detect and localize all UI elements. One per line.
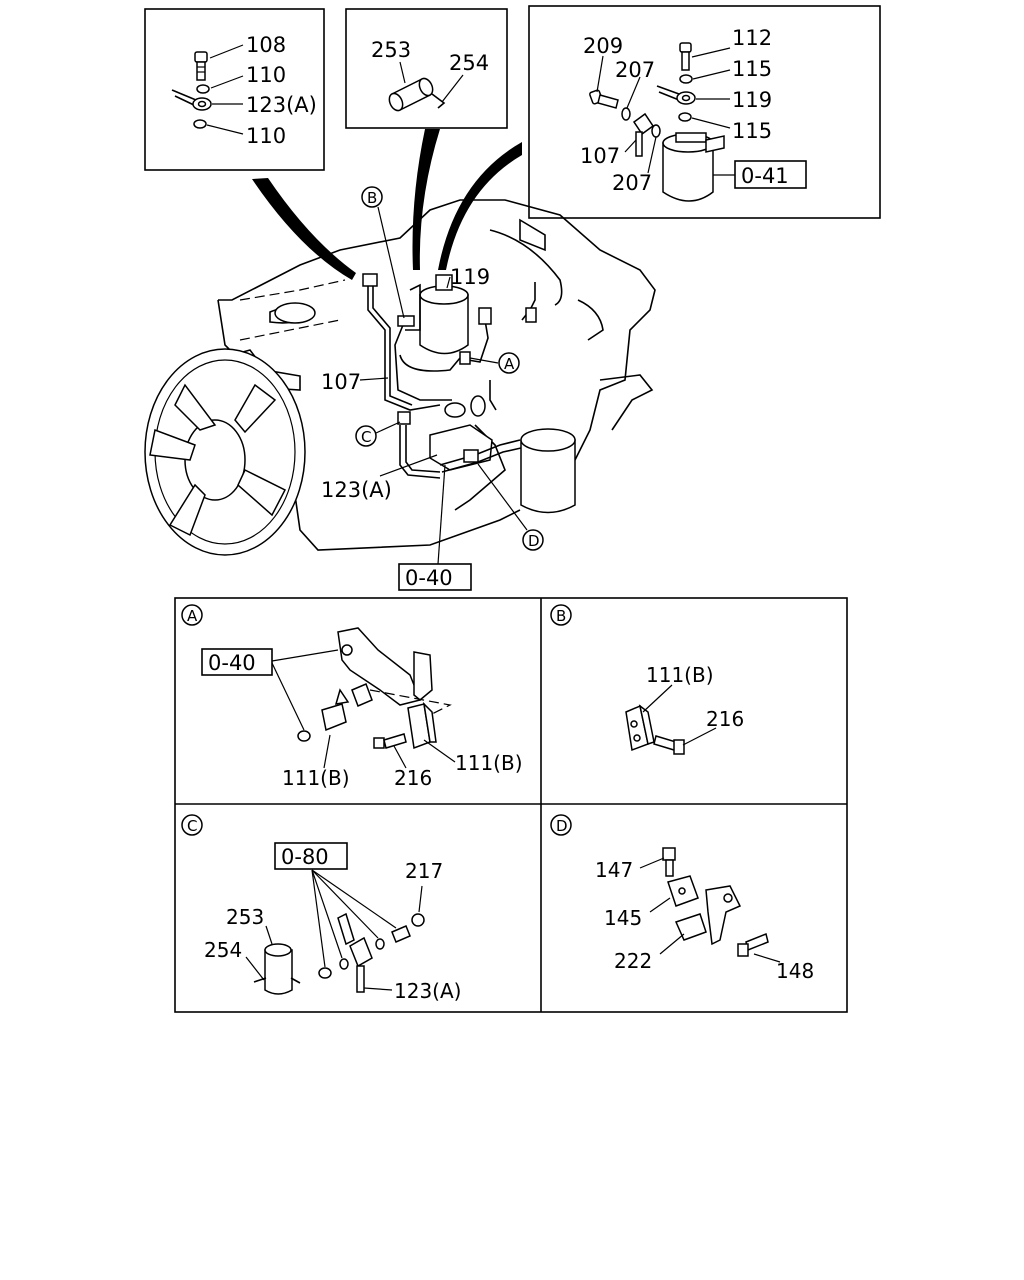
detail-letter-b: B: [556, 607, 566, 625]
circle-callout-d: [522, 529, 544, 551]
label-217: 217: [405, 859, 443, 883]
washer-115-lower-drawing: [678, 112, 692, 122]
detail-panel-b: B 111(B) 216: [550, 604, 744, 755]
washer-207-lower-drawing: [651, 124, 661, 138]
label-216-b: 216: [706, 707, 744, 731]
circle-callout-b: [361, 186, 383, 208]
bolt-216-drawing: [373, 733, 407, 749]
clip-111b-right-drawing: [407, 701, 437, 750]
ref-box-0-40-detail: [201, 648, 273, 676]
label-254-c: 254: [204, 938, 242, 962]
fuel-pipes-drawing: [362, 273, 537, 479]
inset-top-left: 108 110 123(A) 110: [144, 8, 325, 171]
fuel-filter-drawing: [662, 132, 725, 202]
circle-label-d: D: [528, 532, 540, 550]
ref-0-40-detail: 0-40: [208, 651, 256, 675]
ref-0-41: 0-41: [741, 164, 789, 188]
label-112: 112: [732, 26, 772, 50]
label-110: 110: [246, 63, 286, 87]
circle-label-b: B: [367, 189, 377, 207]
bolt-112-drawing: [679, 42, 692, 71]
circle-callout-a: [498, 352, 520, 374]
eye-bolt-107-drawing: [632, 112, 655, 157]
eye-bolt-123a-drawing: [171, 89, 212, 111]
heater-253-drawing: [388, 77, 434, 112]
washer-c2-drawing: [375, 938, 385, 950]
bolt-216-b-drawing: [653, 735, 685, 755]
washer-110-drawing: [196, 84, 210, 94]
label-107: 107: [580, 144, 620, 168]
circle-label-c: C: [361, 428, 371, 446]
nut-drawing: [297, 730, 311, 742]
detail-panel-c: C 0-80 217 253 254 123(A): [181, 814, 461, 1003]
washer-115-drawing: [679, 74, 693, 84]
plate-145-drawing: [667, 875, 699, 907]
heater-253-c-drawing: [253, 943, 301, 995]
label-222: 222: [614, 949, 652, 973]
detail-letter-d: D: [556, 817, 568, 835]
label-209: 209: [583, 34, 623, 58]
label-111b-a: 111(B): [282, 766, 350, 790]
clip-111b-b-drawing: [625, 704, 655, 752]
label-119-main: 119: [450, 265, 490, 289]
label-147: 147: [595, 858, 633, 882]
bracket-d-drawing: [705, 885, 742, 946]
bolt-c-drawing: [391, 925, 411, 943]
ref-box-0-80: [274, 842, 348, 870]
label-111b-a-right: 111(B): [455, 751, 523, 775]
washer-110-lower-drawing: [193, 119, 207, 129]
bracket-drawing: [337, 627, 452, 721]
eye-bolt-123a-c-drawing: [337, 912, 373, 993]
label-123a-main: 123(A): [321, 478, 392, 502]
washer-c-drawing: [339, 958, 349, 970]
label-148: 148: [776, 959, 814, 983]
label-216-a: 216: [394, 766, 432, 790]
circle-callout-c: [355, 425, 377, 447]
label-253: 253: [371, 38, 411, 62]
detail-panel-d: D 147 145 222 148: [550, 814, 814, 983]
secondary-filter-drawing: [520, 428, 576, 514]
detail-panel-a: A 0-40 111(B) 216 111(B): [181, 604, 523, 790]
detail-grid: [174, 597, 848, 1013]
ref-0-40: 0-40: [405, 566, 453, 590]
engine-illustration: B 119 A 107 C 123(A) D 0-40: [144, 186, 656, 591]
label-123a-c: 123(A): [394, 979, 461, 1003]
label-145: 145: [604, 906, 642, 930]
clip-111b-drawing: [321, 688, 350, 732]
eye-bolt-119-drawing: [656, 85, 696, 105]
detail-letter-c: C: [187, 817, 197, 835]
label-207-lower: 207: [612, 171, 652, 195]
label-254: 254: [449, 51, 489, 75]
ref-box-0-41: [734, 160, 807, 189]
ref-0-80: 0-80: [281, 845, 329, 869]
label-111b-b: 111(B): [646, 663, 714, 687]
bolt-148-drawing: [737, 932, 769, 957]
bolt-147-drawing: [662, 847, 676, 877]
ref-box-0-40: [398, 563, 472, 591]
label-123a: 123(A): [246, 93, 317, 117]
label-115-lower: 115: [732, 119, 772, 143]
label-115: 115: [732, 57, 772, 81]
label-253-c: 253: [226, 905, 264, 929]
washer-217-drawing: [411, 913, 425, 927]
nut-c-drawing: [318, 967, 332, 979]
label-110-lower: 110: [246, 124, 286, 148]
washer-207-drawing: [621, 107, 631, 121]
clip-254-drawing: [431, 93, 446, 109]
label-108: 108: [246, 33, 286, 57]
cooling-fan-drawing: [144, 348, 306, 556]
detail-letter-a: A: [187, 607, 198, 625]
circle-label-a: A: [504, 355, 515, 373]
clip-222-drawing: [674, 913, 707, 941]
inset-top-middle: 253 254: [345, 8, 508, 129]
label-107-main: 107: [321, 370, 361, 394]
bolt-209-drawing: [589, 89, 619, 109]
bolt-108-drawing: [194, 51, 208, 81]
inset-top-right: 209 207 112 115 119 115 107 207 0-41: [528, 5, 881, 219]
inset-leaders: [252, 129, 522, 280]
clamp-drawing: [351, 683, 373, 707]
label-207: 207: [615, 58, 655, 82]
label-119: 119: [732, 88, 772, 112]
